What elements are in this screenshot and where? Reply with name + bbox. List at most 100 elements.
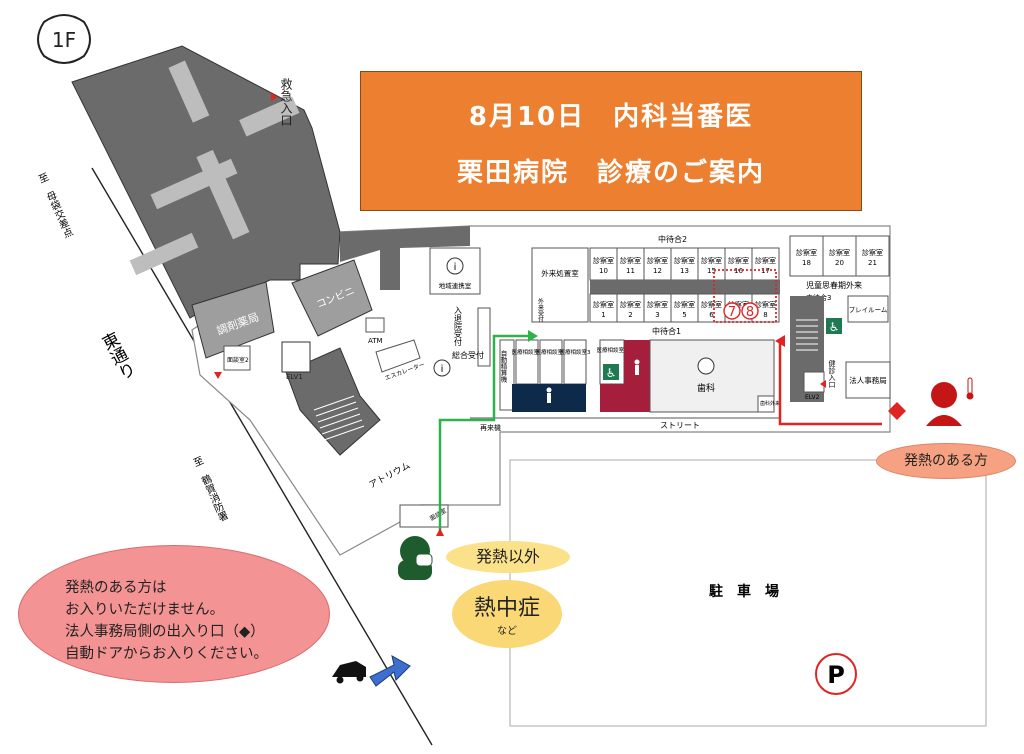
corp-office <box>845 361 891 399</box>
exam-room-label: 診察室 <box>593 256 614 265</box>
exam-room-number: 13 <box>680 267 689 275</box>
exam-room-number: 1 <box>601 311 605 319</box>
exam-room-20 <box>822 235 857 277</box>
auto-pay-box <box>499 339 515 411</box>
svg-text:7: 7 <box>728 305 736 320</box>
fever-route-arrow <box>775 335 785 347</box>
consult-room-2 <box>223 345 251 371</box>
fever-entrance-diamond <box>888 402 906 420</box>
escalator <box>375 339 421 373</box>
exam-room-21 <box>855 235 890 277</box>
exam-room-label: 診察室 <box>755 256 776 265</box>
exam-room-label: 診察室 <box>862 248 883 257</box>
exam-room-number: 16 <box>734 267 743 275</box>
outpatient-reception-label: 外来受付 <box>537 297 544 323</box>
notice-line-2: お入りいただけません。 <box>65 602 225 618</box>
toilet-maroon <box>600 384 650 412</box>
health-entry-label: 健診入口 <box>828 359 836 388</box>
exam-room-label: 診察室 <box>728 300 749 309</box>
reception-counter <box>477 307 491 367</box>
medical-consult-2: 医療相談室2 <box>536 348 567 356</box>
exam-room-1 <box>589 293 618 323</box>
medical-consult-3: 医療相談室3 <box>560 348 592 356</box>
exam-room-5 <box>670 293 699 323</box>
notice-line-3: 法人事務局側の出入り口（◆） <box>65 624 265 640</box>
exam-room-number: 12 <box>653 267 662 275</box>
admission-reception-label: 入退院受付 <box>454 306 463 347</box>
exam-room-6 <box>697 293 726 323</box>
medical-consult-rooms: 医療相談室1 医療相談室2 医療相談室3 <box>512 339 592 385</box>
accessible-icon-2 <box>826 318 842 334</box>
exam-room-number: 10 <box>599 267 608 275</box>
heatstroke-callout: 熱中症 など <box>452 580 562 648</box>
exam-room-number: 21 <box>868 259 877 267</box>
parking-label: 駐 車 場 <box>709 583 779 600</box>
exam-room-number: 5 <box>682 311 686 319</box>
side-entrance-marker <box>214 372 222 379</box>
corridor-dark <box>340 226 470 290</box>
staircase <box>313 395 365 441</box>
convenience-store: コンビニ <box>291 259 373 337</box>
info-icon-label: i <box>454 262 457 273</box>
right-staircase <box>796 319 818 351</box>
exam-corridor <box>590 280 780 294</box>
exam-room-16 <box>724 247 753 281</box>
exam-room-number: 15 <box>707 267 716 275</box>
to-intersection-label: 至 母袋交差点 <box>35 171 75 241</box>
emergency-entrance: 救急入口 <box>271 77 293 126</box>
exam-room-label: 診察室 <box>728 256 749 265</box>
banner-subtitle: 栗田病院 診療のご案内 <box>456 158 765 188</box>
highlight-7-8 <box>713 269 777 323</box>
revisit-label: 再来機 <box>480 423 501 432</box>
atm-box <box>365 317 385 333</box>
exam-room-label: 診察室 <box>620 256 641 265</box>
street-label: ストリート <box>660 421 700 430</box>
exam-room-label: 診察室 <box>829 248 850 257</box>
fever-notice: 発熱のある方は お入りいただけません。 法人事務局側の出入り口（◆） 自動ドアか… <box>18 545 330 683</box>
exam-room-number: 2 <box>628 311 632 319</box>
exam-room-label: 診察室 <box>647 256 668 265</box>
exam-room-number: 6 <box>709 311 714 319</box>
svg-text:8: 8 <box>746 305 754 320</box>
nonfever-route <box>438 334 528 530</box>
fever-person-icon <box>926 377 974 426</box>
exam-room-label: 診察室 <box>674 256 695 265</box>
exam-room-label: 診察室 <box>701 300 722 309</box>
svg-text:♿: ♿ <box>606 366 617 380</box>
exam-room-label: 診察室 <box>674 300 695 309</box>
heatstroke-sub: など <box>497 626 517 637</box>
svg-text:♿: ♿ <box>829 320 840 334</box>
heatstroke-label: 熱中症 <box>473 596 540 621</box>
dental-outpatient <box>757 395 775 413</box>
elv1-box <box>281 341 311 373</box>
elv2-box <box>803 371 825 393</box>
fever-route <box>778 342 882 426</box>
exam-room-label: 診察室 <box>701 256 722 265</box>
exam-room-label: 診察室 <box>620 300 641 309</box>
tooth-icon <box>697 357 715 375</box>
elv1-label: ELV1 <box>286 373 303 381</box>
exam-room-label: 診察室 <box>796 248 817 257</box>
notice-line-4: 自動ドアからお入りください。 <box>65 646 268 662</box>
medical-consult-1: 医療相談室1 <box>512 348 543 356</box>
floor-badge: 1F <box>37 14 91 64</box>
elv2-label: ELV2 <box>805 394 820 401</box>
health-entry-marker <box>820 380 826 388</box>
exam-room-number: 20 <box>835 259 844 267</box>
parking-icon-letter: P <box>827 661 845 689</box>
info-icon-2 <box>433 359 451 377</box>
outpatient-treatment-label: 外来処置室 <box>541 268 579 278</box>
fever-callout: 発熱のある方 <box>876 443 1016 479</box>
exam-room-number: 17 <box>761 267 770 275</box>
exam-room-10 <box>589 247 618 281</box>
notice-banner: 8月10日 内科当番医 栗田病院 診療のご案内 <box>360 71 862 211</box>
pharmacy-building: 調剤薬局 <box>191 281 275 359</box>
exam-room-18 <box>789 235 824 277</box>
east-street-label: 東通り <box>96 329 138 384</box>
floor-label: 1F <box>52 28 76 52</box>
adolescent-label: 児童思春期外来 <box>806 280 862 290</box>
corp-office-label: 法人事務局 <box>849 375 887 385</box>
regional-label: 地域連携室 <box>439 281 472 290</box>
exam-room-12 <box>643 247 672 281</box>
